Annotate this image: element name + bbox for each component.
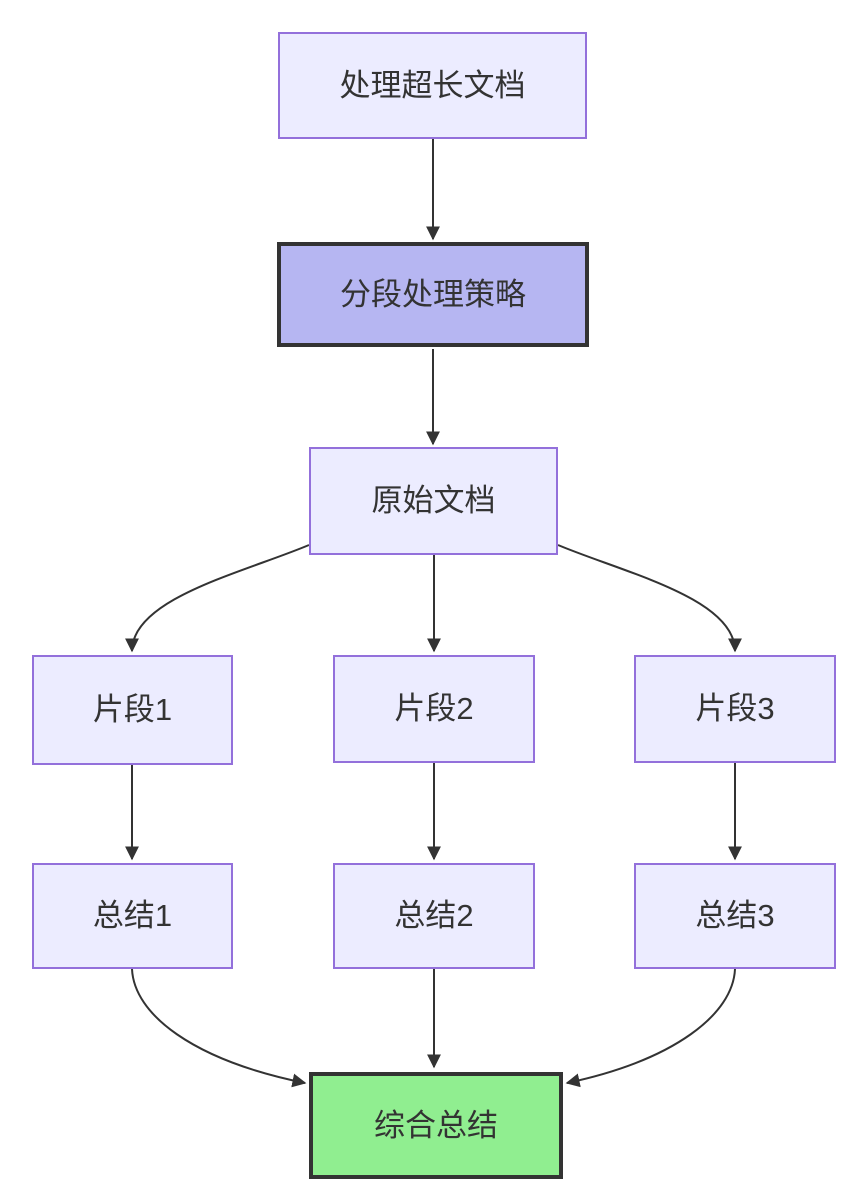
node-label: 总结1	[92, 898, 173, 934]
edge-original-doc-to-fragment-1	[125, 544, 310, 653]
node-label: 片段3	[695, 691, 775, 727]
node-label: 分段处理策略	[340, 276, 526, 312]
node-final-summary: 综合总结	[309, 1072, 563, 1179]
edge-summary-1-to-final-summary	[131, 968, 307, 1088]
node-fragment-2: 片段2	[333, 655, 535, 763]
node-process-long-doc: 处理超长文档	[278, 32, 587, 139]
node-summary-1: 总结1	[32, 863, 233, 969]
node-label: 总结2	[394, 898, 474, 934]
edge-original-doc-to-fragment-3	[557, 544, 742, 653]
node-original-doc: 原始文档	[309, 447, 558, 555]
node-label: 总结3	[695, 898, 775, 934]
node-summary-2: 总结2	[333, 863, 535, 969]
node-fragment-3: 片段3	[634, 655, 836, 763]
node-label: 综合总结	[374, 1107, 498, 1143]
node-label: 片段2	[394, 691, 474, 727]
node-fragment-1: 片段1	[32, 655, 233, 765]
node-label: 片段1	[92, 692, 173, 728]
node-label: 处理超长文档	[339, 67, 526, 103]
node-segmentation-strategy: 分段处理策略	[277, 242, 589, 347]
edge-summary-3-to-final-summary	[565, 968, 736, 1088]
node-label: 原始文档	[371, 483, 496, 519]
node-summary-3: 总结3	[634, 863, 836, 969]
